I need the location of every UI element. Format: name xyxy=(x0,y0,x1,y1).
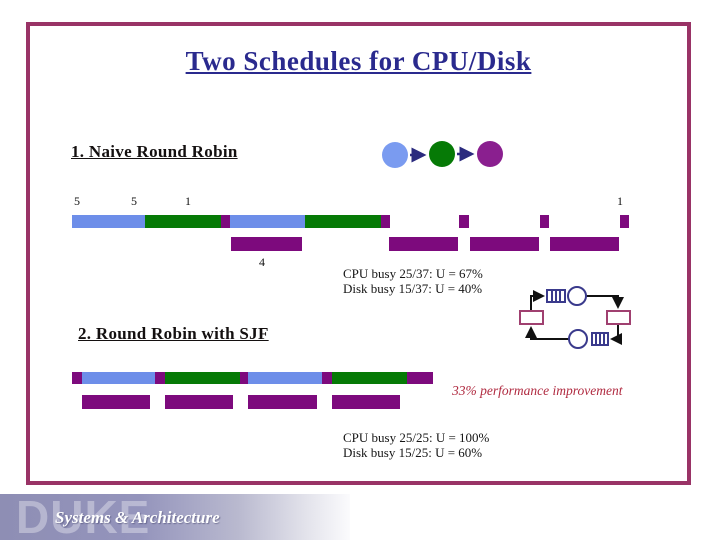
footer-banner xyxy=(0,494,350,540)
process-chain-diagram xyxy=(382,141,503,168)
utilization-stats-naive: CPU busy 25/37: U = 67% Disk busy 15/37:… xyxy=(343,266,483,296)
page-title: Two Schedules for CPU/Disk xyxy=(185,46,532,76)
section-2-heading: 2. Round Robin with SJF xyxy=(78,324,269,343)
cpu-busy-line: CPU busy 25/37: U = 67% xyxy=(343,266,483,281)
loop-line-bottom-right xyxy=(610,324,622,345)
loop-line-bottom-left xyxy=(525,326,569,340)
section-1-heading: 1. Naive Round Robin xyxy=(71,142,238,161)
slide-border xyxy=(26,22,691,485)
disk-busy-line: Disk busy 15/37: U = 40% xyxy=(343,281,483,296)
server-circle-icon xyxy=(567,286,587,306)
process-circle-disk-purple xyxy=(477,141,503,167)
disk-busy-line: Disk busy 15/25: U = 60% xyxy=(343,445,483,460)
server-circle-icon xyxy=(568,329,588,349)
resource-box-right xyxy=(606,310,631,325)
resource-box-left xyxy=(519,310,544,325)
process-circle-cpu-blue xyxy=(382,142,408,168)
process-circle-cpu-green xyxy=(429,141,455,167)
queueing-network-diagram xyxy=(519,286,631,349)
performance-annotation: 33% performance improvement xyxy=(452,383,623,398)
loop-line-top-left xyxy=(530,290,545,311)
duke-watermark: DUKE xyxy=(16,491,151,543)
loop-line-top-right xyxy=(586,295,624,309)
utilization-stats-sjf: CPU busy 25/25: U = 100% Disk busy 15/25… xyxy=(343,430,489,460)
footer-department-label: Systems & Architecture xyxy=(55,508,220,527)
cpu-busy-line: CPU busy 25/25: U = 100% xyxy=(343,430,490,445)
